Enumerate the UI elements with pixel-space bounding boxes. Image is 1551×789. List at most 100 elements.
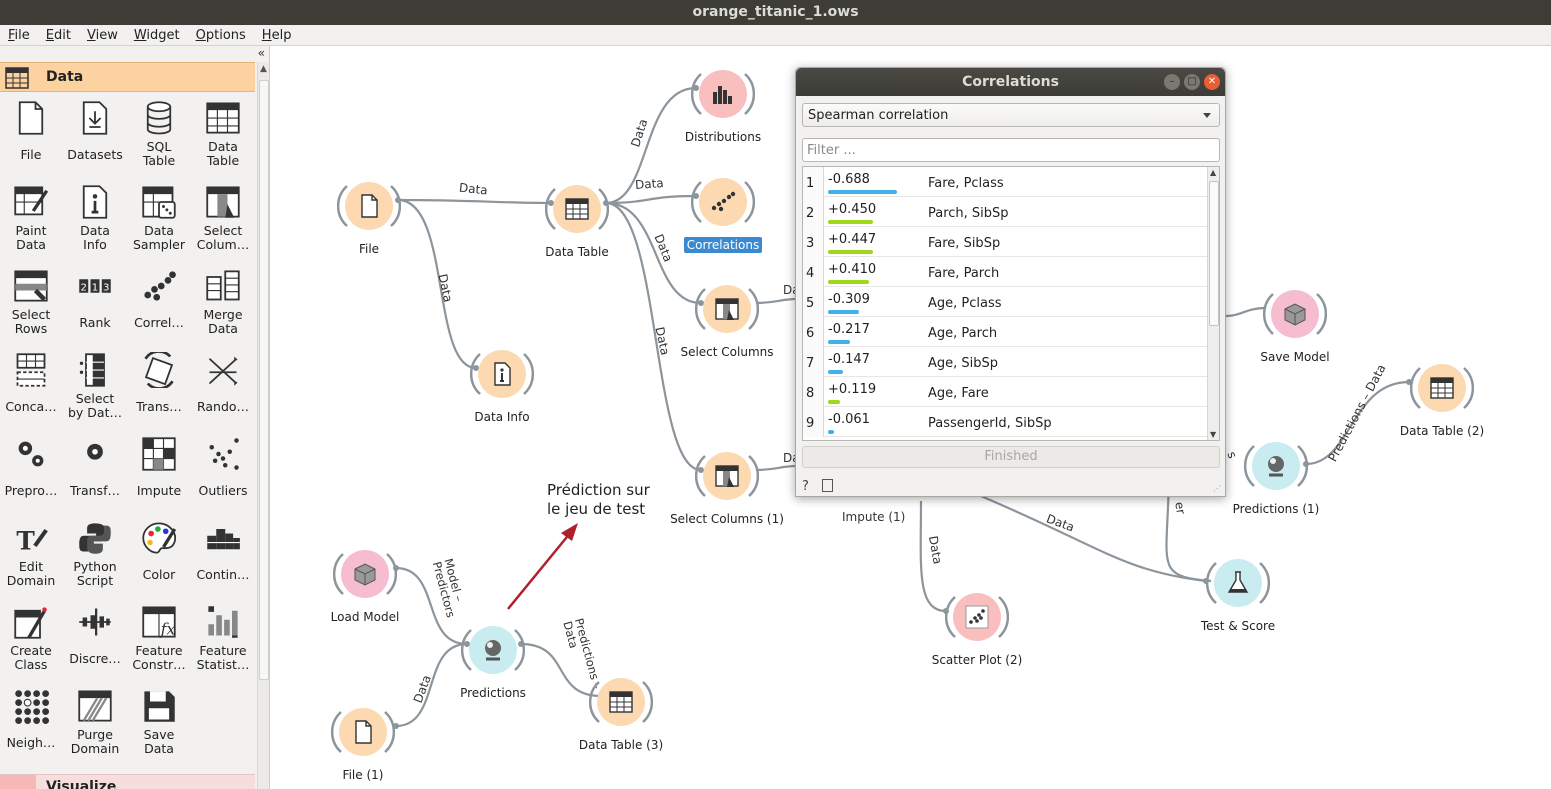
node-correlations[interactable]: Correlations — [683, 170, 763, 253]
status-button: Finished — [802, 446, 1220, 468]
node-file[interactable]: File — [337, 174, 401, 256]
category-data-header[interactable]: Data — [0, 62, 255, 92]
node-data-info[interactable]: Data Info — [470, 342, 534, 424]
widget-transform[interactable]: Transf… — [63, 436, 127, 520]
row-index: 7 — [803, 347, 824, 377]
widget-select-rows[interactable]: Select Rows — [0, 268, 63, 352]
widget-impute[interactable]: Impute — [127, 436, 191, 520]
widget-data-info[interactable]: Data Info — [63, 184, 127, 268]
node-data-table[interactable]: Data Table — [545, 177, 609, 259]
node-test-score[interactable]: Test & Score — [1201, 551, 1275, 633]
widget-label: Save Data — [143, 727, 175, 756]
widget-sql-table[interactable]: SQL Table — [127, 100, 191, 184]
widget-data-sampler[interactable]: Data Sampler — [127, 184, 191, 268]
collapse-toolbox-button[interactable]: « — [257, 46, 265, 60]
minimize-icon[interactable]: – — [1164, 74, 1180, 90]
node-distributions[interactable]: Distributions — [685, 62, 761, 144]
toolbox-scrollbar[interactable]: ▲ — [257, 62, 269, 789]
widget-label: Select Colum… — [196, 223, 250, 252]
menu-help[interactable]: Help — [261, 28, 292, 43]
node-label: Correlations — [631, 237, 815, 253]
maximize-icon[interactable]: □ — [1184, 74, 1200, 90]
node-select-columns-1[interactable]: Select Columns (1) — [670, 444, 784, 526]
widget-label: Feature Constr… — [132, 643, 186, 672]
node-data-table-2[interactable]: Data Table (2) — [1400, 356, 1484, 438]
node-label: Data Table (2) — [1399, 424, 1485, 438]
node-label: Predictions (1) — [1232, 502, 1320, 516]
widget-merge-data[interactable]: Merge Data — [191, 268, 255, 352]
predictions-icon — [485, 640, 501, 661]
widget-save-data[interactable]: Save Data — [127, 688, 191, 772]
node-predictions-1[interactable]: Predictions (1) — [1233, 434, 1319, 516]
widget-color[interactable]: Color — [127, 520, 191, 604]
widget-discretize[interactable]: Discre… — [63, 604, 127, 688]
widget-datasets[interactable]: Datasets — [63, 100, 127, 184]
widget-neighbors[interactable]: Neigh… — [0, 688, 63, 772]
widget-randomize[interactable]: Rando… — [191, 352, 255, 436]
widget-select-columns[interactable]: Select Colum… — [191, 184, 255, 268]
text-annotation[interactable]: Prédiction sur le jeu de test — [547, 481, 650, 518]
widget-continuize[interactable]: Contin… — [191, 520, 255, 604]
node-file-1[interactable]: File (1) — [331, 700, 395, 782]
correlation-bar — [828, 370, 843, 374]
report-icon[interactable] — [822, 479, 833, 492]
menu-view[interactable]: View — [86, 28, 118, 43]
widget-outliers[interactable]: Outliers — [191, 436, 255, 520]
outliers-icon — [209, 438, 239, 470]
help-icon[interactable]: ? — [802, 479, 809, 494]
category-visualize-label: Visualize — [46, 779, 117, 789]
widget-label: Merge Data — [203, 307, 243, 336]
node-save-model[interactable]: Save Model — [1260, 282, 1330, 364]
widget-label: Select Rows — [11, 307, 51, 336]
discretize-icon — [79, 608, 111, 636]
node-predictions[interactable]: Predictions — [460, 618, 526, 700]
select-columns-icon — [715, 298, 739, 320]
menu-edit[interactable]: Edit — [45, 28, 71, 43]
close-icon[interactable]: ✕ — [1204, 74, 1220, 90]
attribute-pair: Fare, Pclass — [928, 176, 1004, 191]
correlation-value: -0.309 — [828, 292, 870, 307]
category-visualize-header[interactable]: Visualize — [0, 774, 255, 789]
widget-preprocess[interactable]: Prepro… — [0, 436, 63, 520]
node-load-model[interactable]: Load Model — [331, 542, 399, 624]
widget-feature-statistics[interactable]: Feature Statist… — [191, 604, 255, 688]
resize-grip-icon[interactable]: ⋰ — [1213, 484, 1221, 493]
attribute-pair: Fare, Parch — [928, 266, 1000, 281]
filter-input[interactable] — [802, 138, 1220, 162]
correlation-method-select[interactable]: Spearman correlation — [802, 103, 1220, 127]
widget-paint-data[interactable]: Paint Data — [0, 184, 63, 268]
widget-create-class[interactable]: Create Class — [0, 604, 63, 688]
widget-correlations[interactable]: Correl… — [127, 268, 191, 352]
node-data-table-3[interactable]: Data Table (3) — [579, 670, 663, 752]
list-scrollbar[interactable]: ▲▼ — [1207, 167, 1219, 440]
correlation-value: +0.119 — [828, 382, 877, 397]
menu-options[interactable]: Options — [195, 28, 246, 43]
widget-purge-domain[interactable]: Purge Domain — [63, 688, 127, 772]
widget-data-table[interactable]: Data Table — [191, 100, 255, 184]
widget-concatenate[interactable]: Conca… — [0, 352, 63, 436]
widget-python-script[interactable]: Python Script — [63, 520, 127, 604]
widget-file[interactable]: File — [0, 100, 63, 184]
menu-file[interactable]: File — [8, 28, 30, 43]
node-scatter-plot-2[interactable]: Scatter Plot (2) — [932, 585, 1022, 667]
node-ring — [695, 288, 759, 330]
widget-select-by-data-index[interactable]: Select by Dat… — [63, 352, 127, 436]
menu-widget[interactable]: Widget — [133, 28, 180, 43]
node-select-columns[interactable]: Select Columns — [680, 277, 774, 359]
node-label-impute-1[interactable]: Impute (1) — [842, 510, 906, 524]
widget-transpose[interactable]: Trans… — [127, 352, 191, 436]
row-index: 3 — [803, 227, 824, 257]
